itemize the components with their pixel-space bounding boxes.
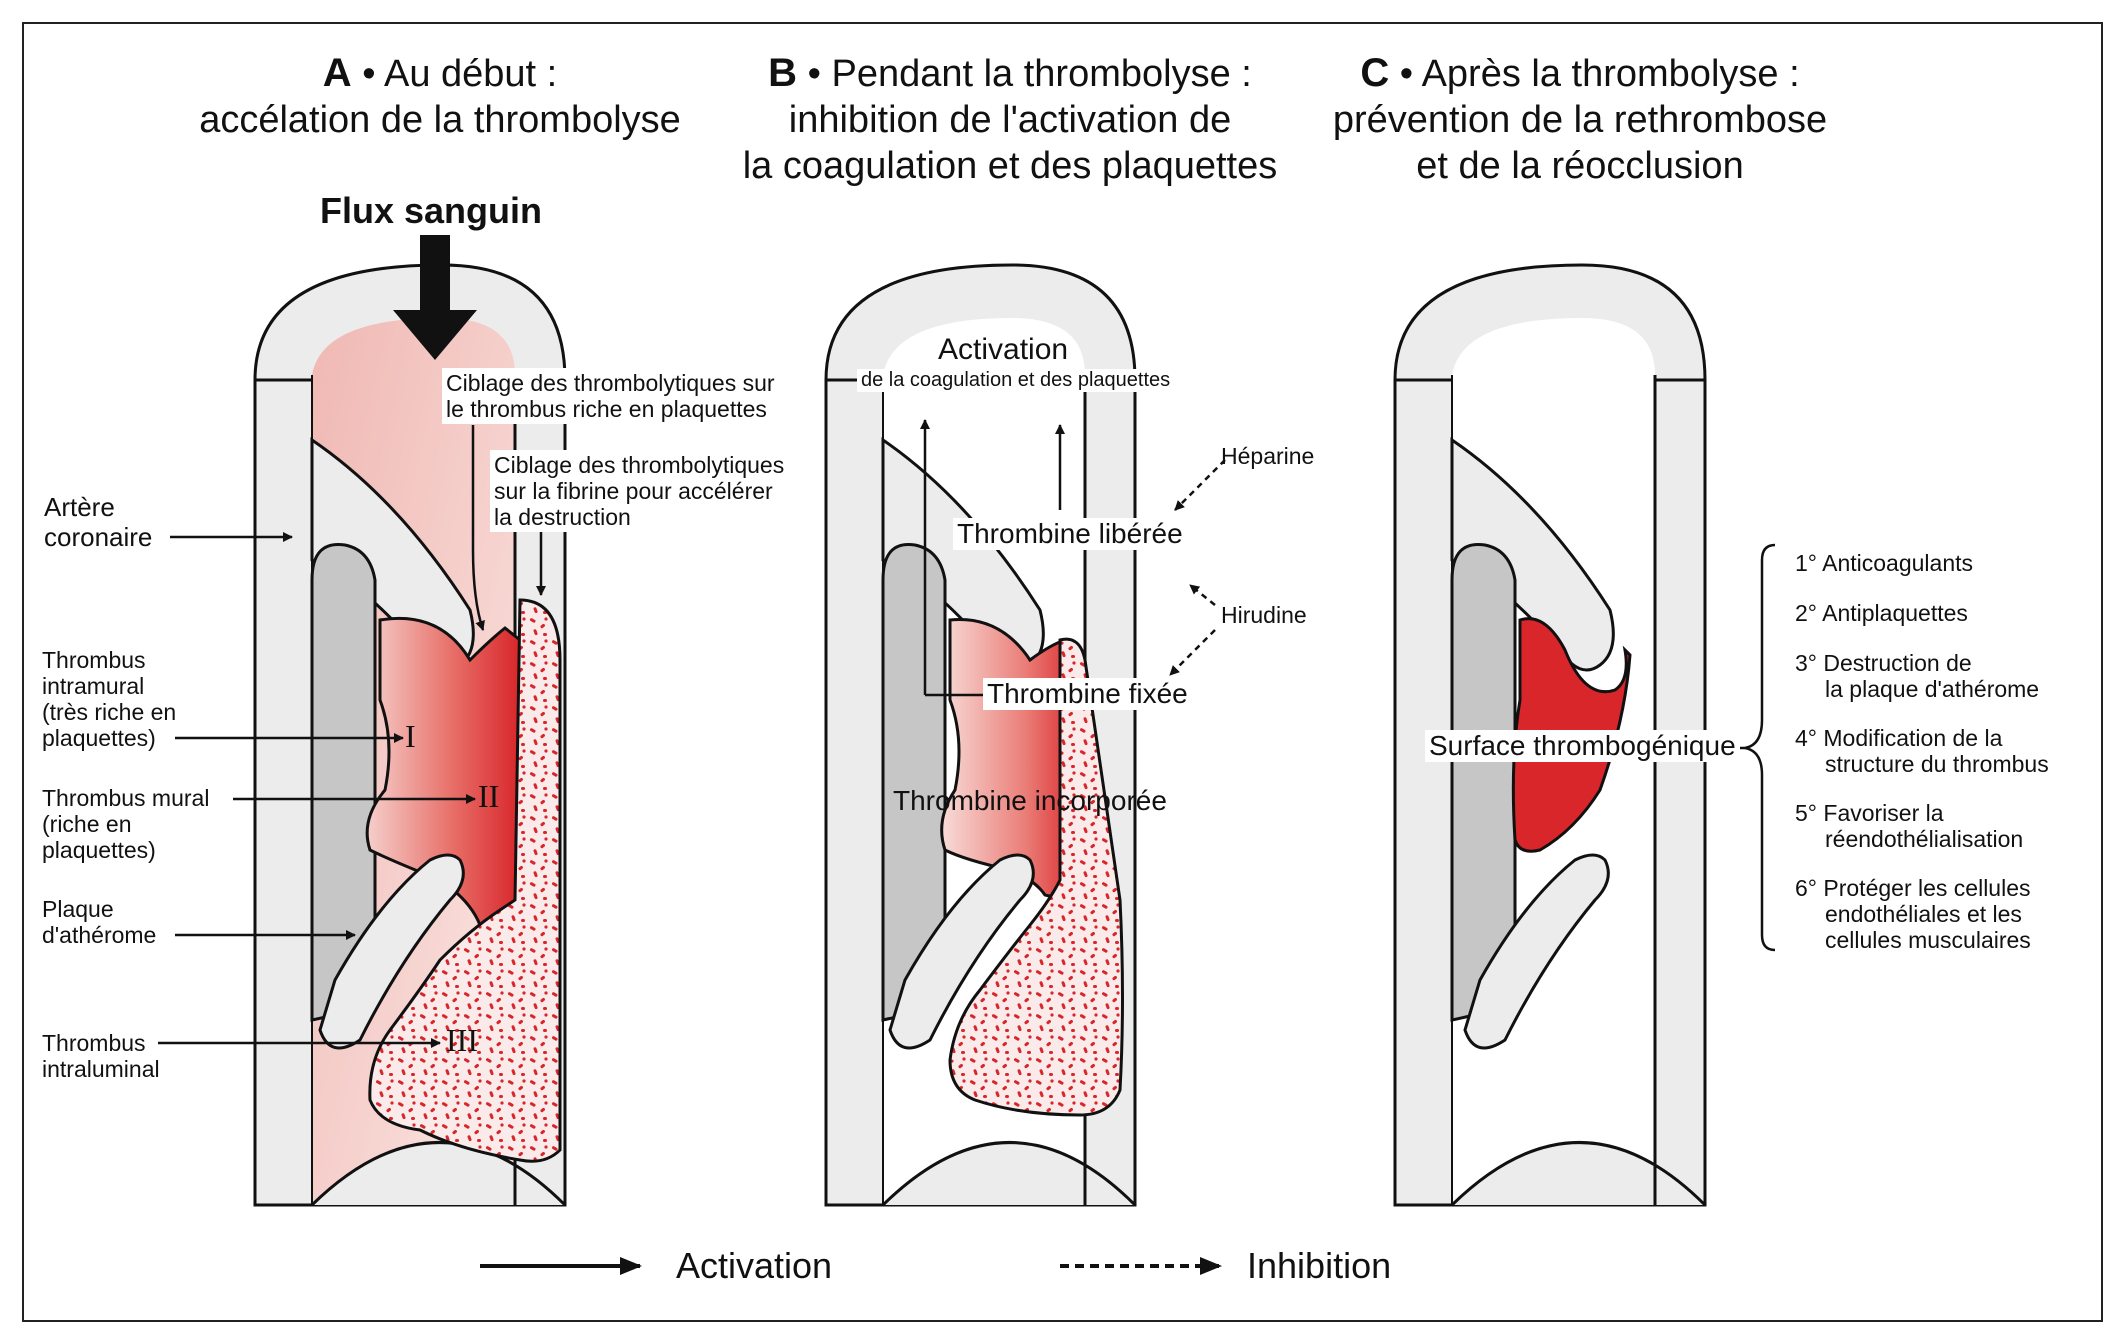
figure-frame	[22, 22, 2103, 1322]
list-item: 5° Favoriser la réendothélialisation	[1795, 800, 2024, 852]
panel-a-letter: A	[322, 51, 352, 95]
list-item: 1° Anticoagulants	[1795, 550, 1974, 576]
hirudine-label: Hirudine	[1221, 602, 1307, 628]
artery-label: Artère coronaire	[44, 492, 153, 552]
panel-a-title: A • Au début : accélation de la thrombol…	[185, 50, 695, 143]
list-item: 4° Modification de la structure du throm…	[1795, 725, 2049, 777]
panel-c-letter: C	[1360, 51, 1390, 95]
panel-b-title-line2: inhibition de l'activation de	[788, 99, 1232, 141]
activation-subtitle: de la coagulation et des plaquettes	[857, 369, 1175, 392]
panel-c-title-line2: prévention de la rethrombose	[1332, 99, 1828, 141]
thrombus-intramural-label: Thrombus intramural (très riche en plaqu…	[42, 647, 177, 751]
targeting-platelets-label: Ciblage des thrombolytiques sur le throm…	[442, 368, 779, 424]
plaque-label: Plaque d'athérome	[42, 896, 157, 948]
legend-inhibition: Inhibition	[1247, 1245, 1392, 1286]
panel-b-letter: B	[768, 51, 798, 95]
panel-c-title-line1: Après la thrombolyse :	[1421, 53, 1800, 95]
thrombus-intraluminal-label: Thrombus intraluminal	[42, 1030, 160, 1082]
panel-c-title-line3: et de la réocclusion	[1416, 145, 1744, 187]
panel-a-title-line1: Au début :	[383, 53, 558, 95]
thrombine-fixee-label: Thrombine fixée	[983, 678, 1192, 711]
list-item: 6° Protéger les cellules endothéliales e…	[1795, 875, 2031, 953]
roman-one: I	[405, 718, 416, 754]
roman-three: III	[446, 1022, 478, 1058]
thrombine-liberee-label: Thrombine libérée	[953, 518, 1187, 551]
roman-two: II	[478, 778, 500, 814]
thrombine-incorporee-label: Thrombine incorporée	[893, 785, 1167, 816]
thrombus-mural-label: Thrombus mural (riche en plaquettes)	[42, 785, 210, 863]
panel-b-title-line1: Pendant la thrombolyse :	[831, 53, 1252, 95]
targeting-fibrin-label: Ciblage des thrombolytiques sur la fibri…	[490, 450, 789, 532]
legend-activation: Activation	[676, 1245, 833, 1286]
panel-a-title-line2: accélation de la thrombolyse	[199, 99, 681, 141]
panel-b-title-line3: la coagulation et des plaquettes	[742, 145, 1278, 187]
flow-label: Flux sanguin	[320, 190, 543, 231]
panel-a-artery	[253, 235, 567, 1207]
panel-a-pointers	[158, 425, 546, 1048]
activation-title: Activation	[938, 333, 1069, 366]
list-item: 3° Destruction de la plaque d'athérome	[1795, 650, 2040, 702]
list-item: 2° Antiplaquettes	[1795, 600, 1968, 626]
panel-c-title: C • Après la thrombolyse : prévention de…	[1310, 50, 1850, 189]
surface-thrombogenique-label: Surface thrombogénique	[1425, 730, 1740, 763]
heparine-label: Héparine	[1221, 443, 1315, 469]
panel-b-artery	[824, 263, 1226, 1207]
panel-b-title: B • Pendant la thrombolyse : inhibition …	[740, 50, 1280, 189]
